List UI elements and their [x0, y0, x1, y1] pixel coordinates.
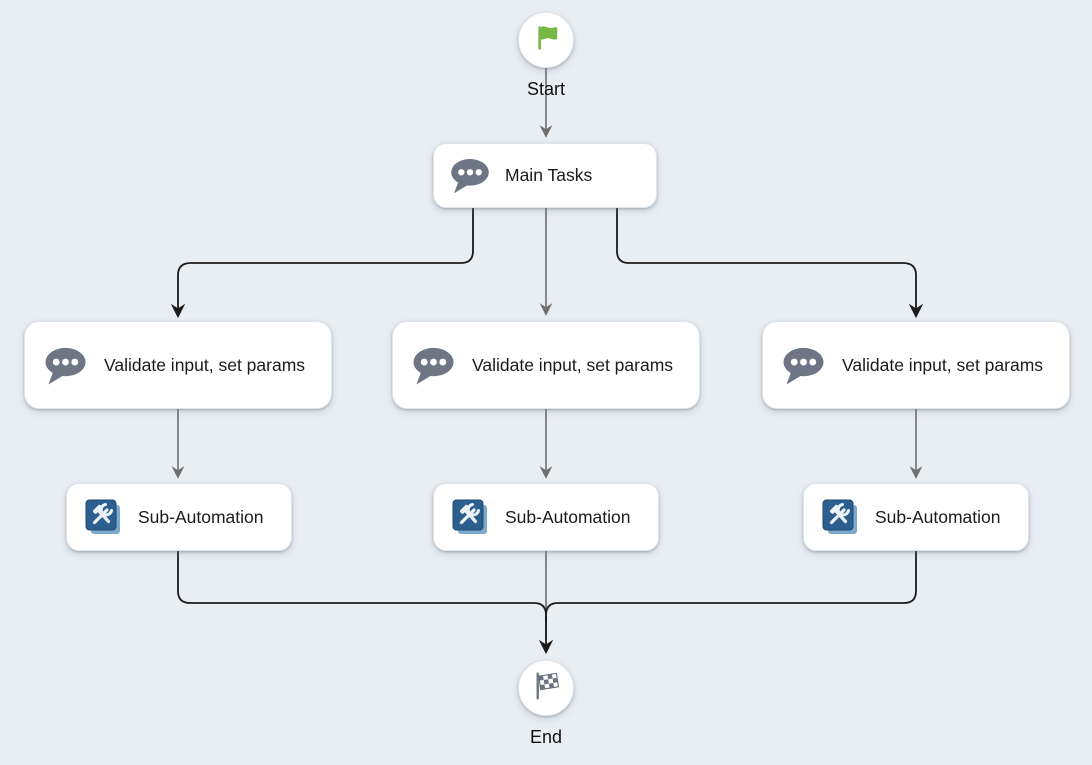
validate-label: Validate input, set params — [104, 354, 306, 375]
speech-bubble-icon — [780, 345, 827, 386]
sub-automation-node-3[interactable]: Sub-Automation — [803, 483, 1029, 551]
main-tasks-label: Main Tasks — [505, 165, 593, 185]
validate-label: Validate input, set params — [842, 354, 1044, 375]
connector-sub-3-to-merge — [545, 551, 917, 622]
sub-automation-label: Sub-Automation — [875, 506, 1001, 527]
end-node[interactable] — [518, 660, 574, 716]
sub-automation-label: Sub-Automation — [505, 506, 631, 527]
end-label: End — [529, 727, 563, 747]
start-node[interactable] — [518, 12, 574, 68]
connector-main-to-validate-1 — [170, 208, 474, 319]
sub-automation-node-2[interactable]: Sub-Automation — [433, 483, 659, 551]
main-tasks-node[interactable]: Main Tasks — [433, 143, 657, 208]
validate-label: Validate input, set params — [472, 354, 674, 375]
validate-node-1[interactable]: Validate input, set params — [24, 321, 332, 409]
connector-main-to-validate-3 — [616, 208, 924, 319]
sub-automation-label: Sub-Automation — [138, 506, 264, 527]
validate-node-2[interactable]: Validate input, set params — [392, 321, 700, 409]
sub-automation-node-1[interactable]: Sub-Automation — [66, 483, 292, 551]
speech-bubble-icon — [42, 345, 89, 386]
green-flag-icon — [528, 20, 564, 61]
sub-automation-icon — [449, 496, 491, 538]
sub-automation-icon — [82, 496, 124, 538]
start-label: Start — [526, 79, 565, 99]
checkered-flag-icon — [528, 668, 564, 709]
connector-sub-1-to-end — [177, 551, 554, 655]
validate-node-3[interactable]: Validate input, set params — [762, 321, 1070, 409]
sub-automation-icon — [819, 496, 861, 538]
speech-bubble-icon — [410, 345, 457, 386]
speech-bubble-icon — [448, 156, 492, 195]
